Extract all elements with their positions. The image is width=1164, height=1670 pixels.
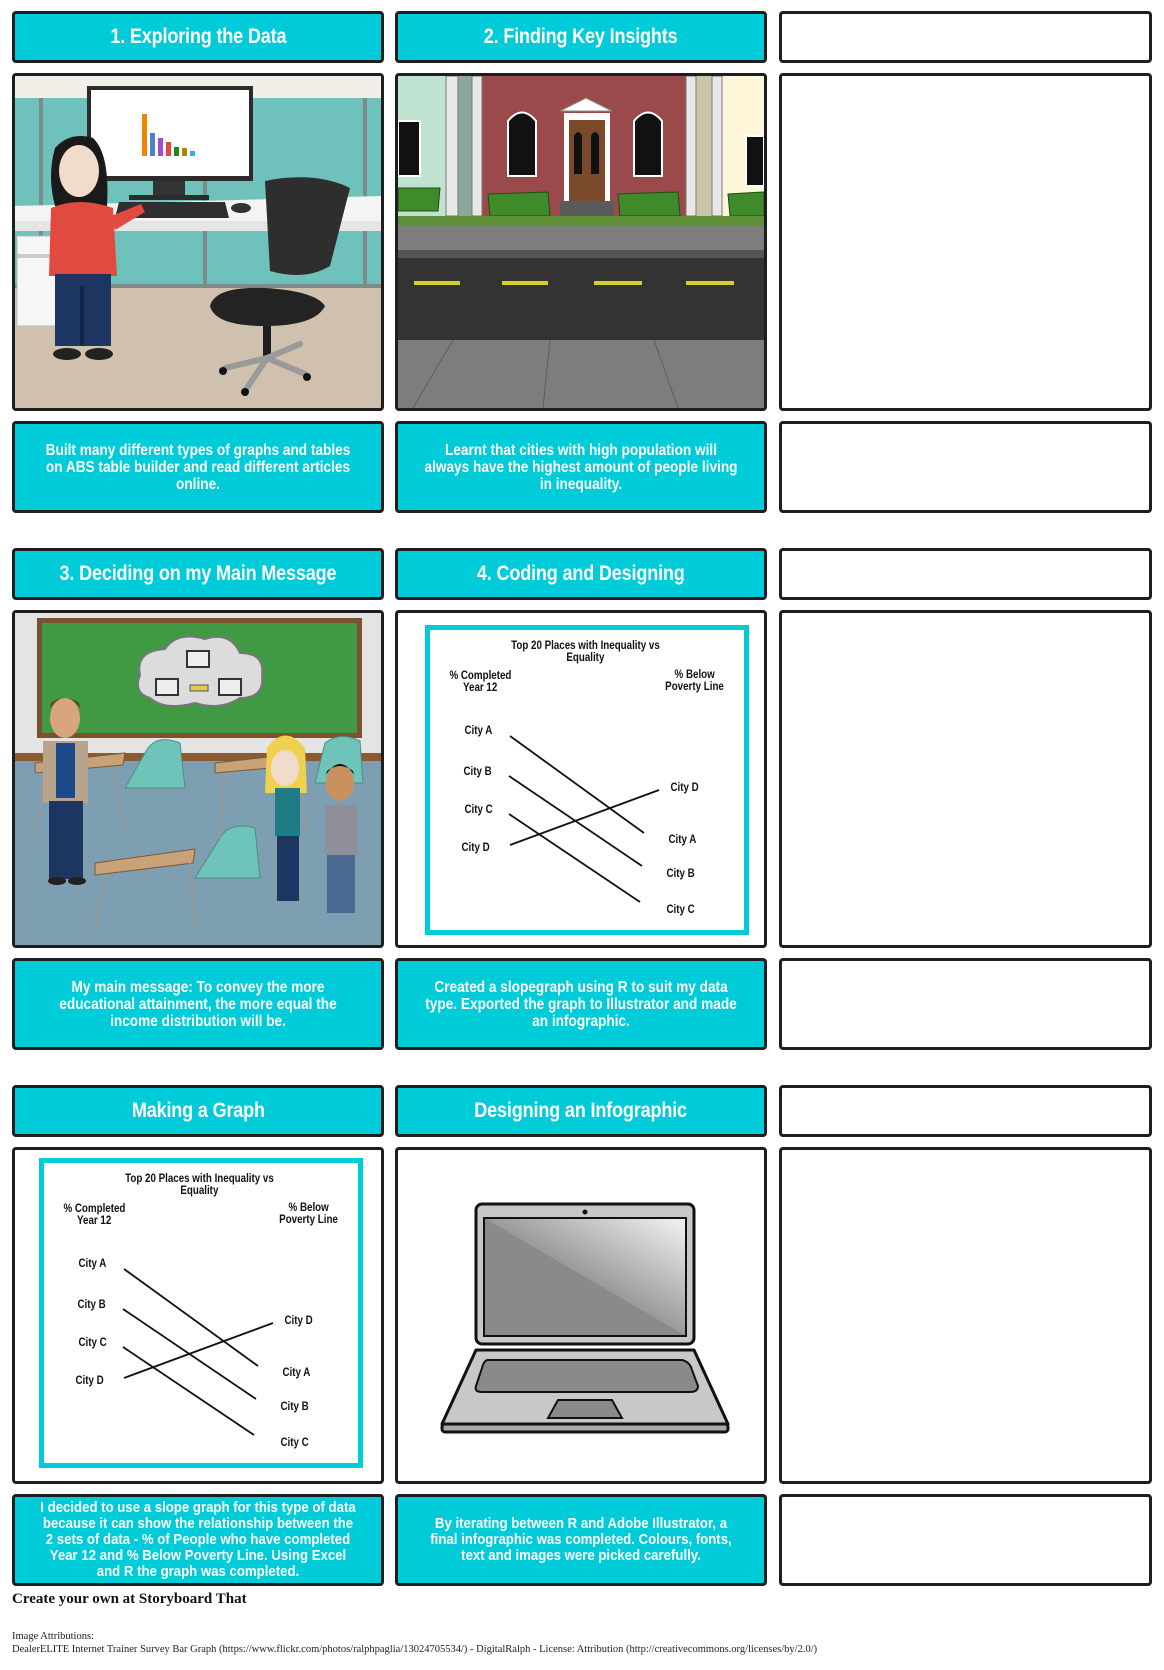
panel-2-scene-street bbox=[395, 73, 767, 411]
panel-4-scene-classroom bbox=[12, 610, 384, 948]
panel-1-scene-office bbox=[12, 73, 384, 411]
right-label-city-a: City A bbox=[668, 834, 696, 846]
right-label-city-a: City A bbox=[282, 1367, 310, 1379]
attributions-text: DealerELITE Internet Trainer Survey Bar … bbox=[12, 1644, 818, 1655]
attributions-label: Image Attributions: bbox=[12, 1631, 94, 1642]
panel-3-caption-empty bbox=[779, 421, 1152, 513]
panel-4-caption: My main message: To convey the more educ… bbox=[12, 958, 384, 1050]
panel-7-caption: I decided to use a slope graph for this … bbox=[12, 1494, 384, 1586]
panel-9-scene-empty bbox=[779, 1147, 1152, 1484]
left-label-city-d: City D bbox=[461, 842, 491, 854]
right-label-city-d: City D bbox=[670, 782, 700, 794]
panel-6-caption-empty bbox=[779, 958, 1152, 1050]
left-label-city-b: City B bbox=[77, 1299, 107, 1311]
right-label-city-c: City C bbox=[280, 1437, 310, 1449]
image-attributions: Image Attributions: DealerELITE Internet… bbox=[12, 1630, 817, 1656]
panel-9-title-empty bbox=[779, 1085, 1152, 1137]
left-label-city-d: City D bbox=[75, 1375, 105, 1387]
slope-lines bbox=[508, 735, 660, 903]
left-label-city-b: City B bbox=[463, 766, 493, 778]
slope-lines bbox=[122, 1268, 274, 1436]
office-illustration bbox=[15, 76, 381, 408]
panel-2-caption: Learnt that cities with high population … bbox=[395, 421, 767, 513]
character-boy bbox=[325, 764, 357, 913]
panel-6-scene-empty bbox=[779, 610, 1152, 948]
panel-7-title: Making a Graph bbox=[12, 1085, 384, 1137]
panel-4-title: 3. Deciding on my Main Message bbox=[12, 548, 384, 600]
character-girl bbox=[265, 735, 307, 901]
panel-5-caption: Created a slopegraph using R to suit my … bbox=[395, 958, 767, 1050]
panel-1-caption: Built many different types of graphs and… bbox=[12, 421, 384, 513]
left-label-city-a: City A bbox=[464, 725, 492, 737]
panel-8-title: Designing an Infographic bbox=[395, 1085, 767, 1137]
storyboard-that-link[interactable]: Create your own at Storyboard That bbox=[12, 1591, 247, 1607]
monitor-bar-chart-icon bbox=[142, 114, 195, 156]
classroom-illustration bbox=[15, 613, 381, 945]
panel-2-title: 2. Finding Key Insights bbox=[395, 11, 767, 63]
panel-8-caption: By iterating between R and Adobe Illustr… bbox=[395, 1494, 767, 1586]
panel-5-title: 4. Coding and Designing bbox=[395, 548, 767, 600]
street-illustration bbox=[398, 76, 764, 408]
left-label-city-a: City A bbox=[78, 1258, 106, 1270]
panel-1-title: 1. Exploring the Data bbox=[12, 11, 384, 63]
laptop-icon bbox=[440, 1202, 730, 1434]
character-teacher bbox=[43, 698, 88, 885]
right-label-city-b: City B bbox=[666, 868, 696, 880]
panel-6-title-empty bbox=[779, 548, 1152, 600]
left-label-city-c: City C bbox=[464, 804, 494, 816]
panel-8-scene-laptop bbox=[395, 1147, 767, 1484]
panel-3-title-empty bbox=[779, 11, 1152, 63]
character-woman bbox=[49, 135, 145, 360]
panel-9-caption-empty bbox=[779, 1494, 1152, 1586]
left-label-city-c: City C bbox=[78, 1337, 108, 1349]
right-label-city-d: City D bbox=[284, 1315, 314, 1327]
panel-3-scene-empty bbox=[779, 73, 1152, 411]
right-label-city-c: City C bbox=[666, 904, 696, 916]
right-label-city-b: City B bbox=[280, 1401, 310, 1413]
